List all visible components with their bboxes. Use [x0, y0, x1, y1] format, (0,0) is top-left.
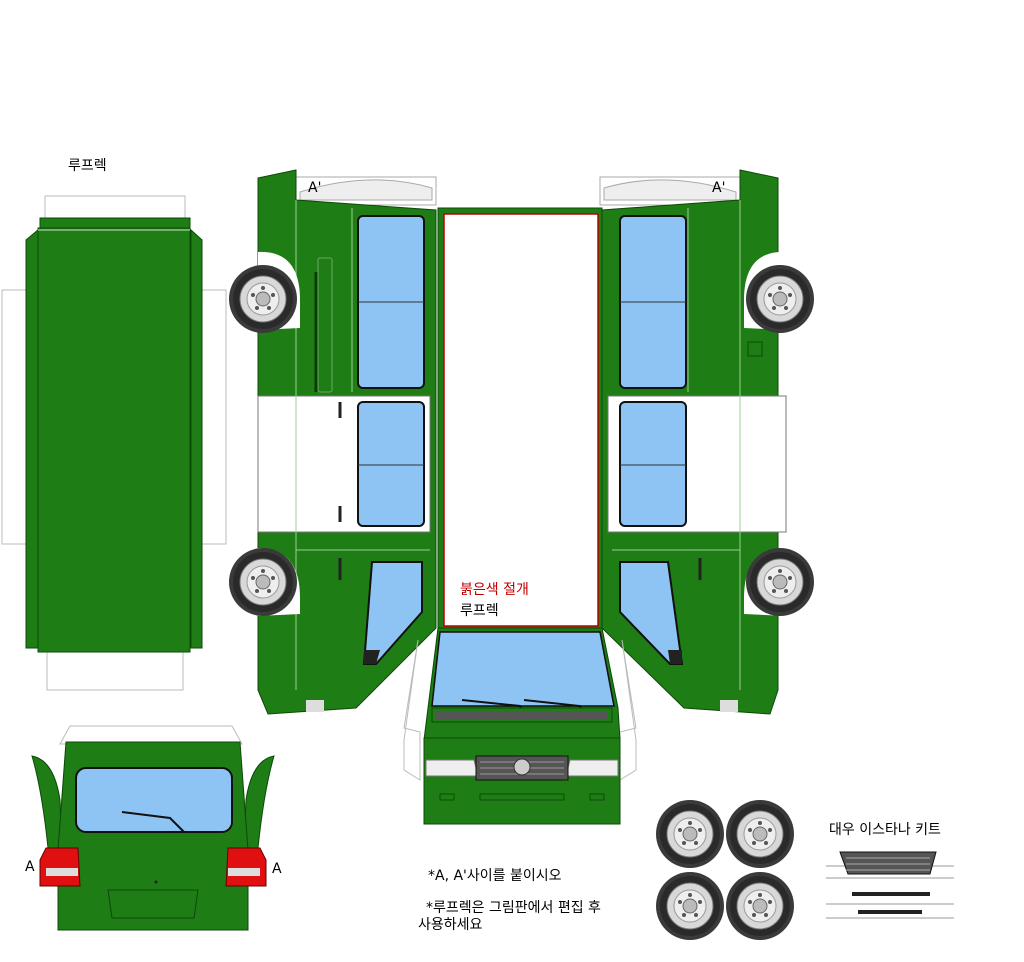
- instruction-rooflex-line1: *루프렉은 그림판에서 편집 후: [426, 900, 601, 916]
- marker-a-prime-right: A': [712, 180, 726, 196]
- marker-a-left: A: [25, 859, 35, 875]
- logo-icon: [513, 758, 531, 776]
- roof-panel: [1, 195, 227, 691]
- wheel-icon: [228, 547, 298, 617]
- right-side-panel: [599, 169, 787, 715]
- wheel-icon: [725, 799, 795, 869]
- rooflex-top-label: 루프렉: [68, 158, 107, 174]
- grille-icon: [839, 851, 937, 875]
- kit-title: 대우 이스타나 키트: [829, 822, 941, 838]
- rear-panel: [31, 725, 275, 931]
- marker-a-right: A: [272, 861, 282, 877]
- wheel-icon: [655, 871, 725, 941]
- kit-grille-detail: [826, 851, 954, 919]
- rooflex-center-label: 루프렉: [460, 603, 499, 619]
- left-side-panel: [257, 169, 437, 715]
- center-roof-cutout: [437, 207, 603, 629]
- wheel-icon: [228, 264, 298, 334]
- instruction-rooflex-line2: 사용하세요: [418, 917, 483, 933]
- wheel-icon: [725, 871, 795, 941]
- instruction-glue: *A, A'사이를 붙이시오: [428, 868, 562, 884]
- wheel-icon: [655, 799, 725, 869]
- cut-note: 붉은색 절개: [460, 582, 529, 598]
- wheel-icon: [745, 264, 815, 334]
- wiper-icon: [121, 811, 185, 833]
- wheel-icon: [745, 547, 815, 617]
- marker-a-prime-left: A': [308, 180, 322, 196]
- front-panel: [403, 627, 637, 825]
